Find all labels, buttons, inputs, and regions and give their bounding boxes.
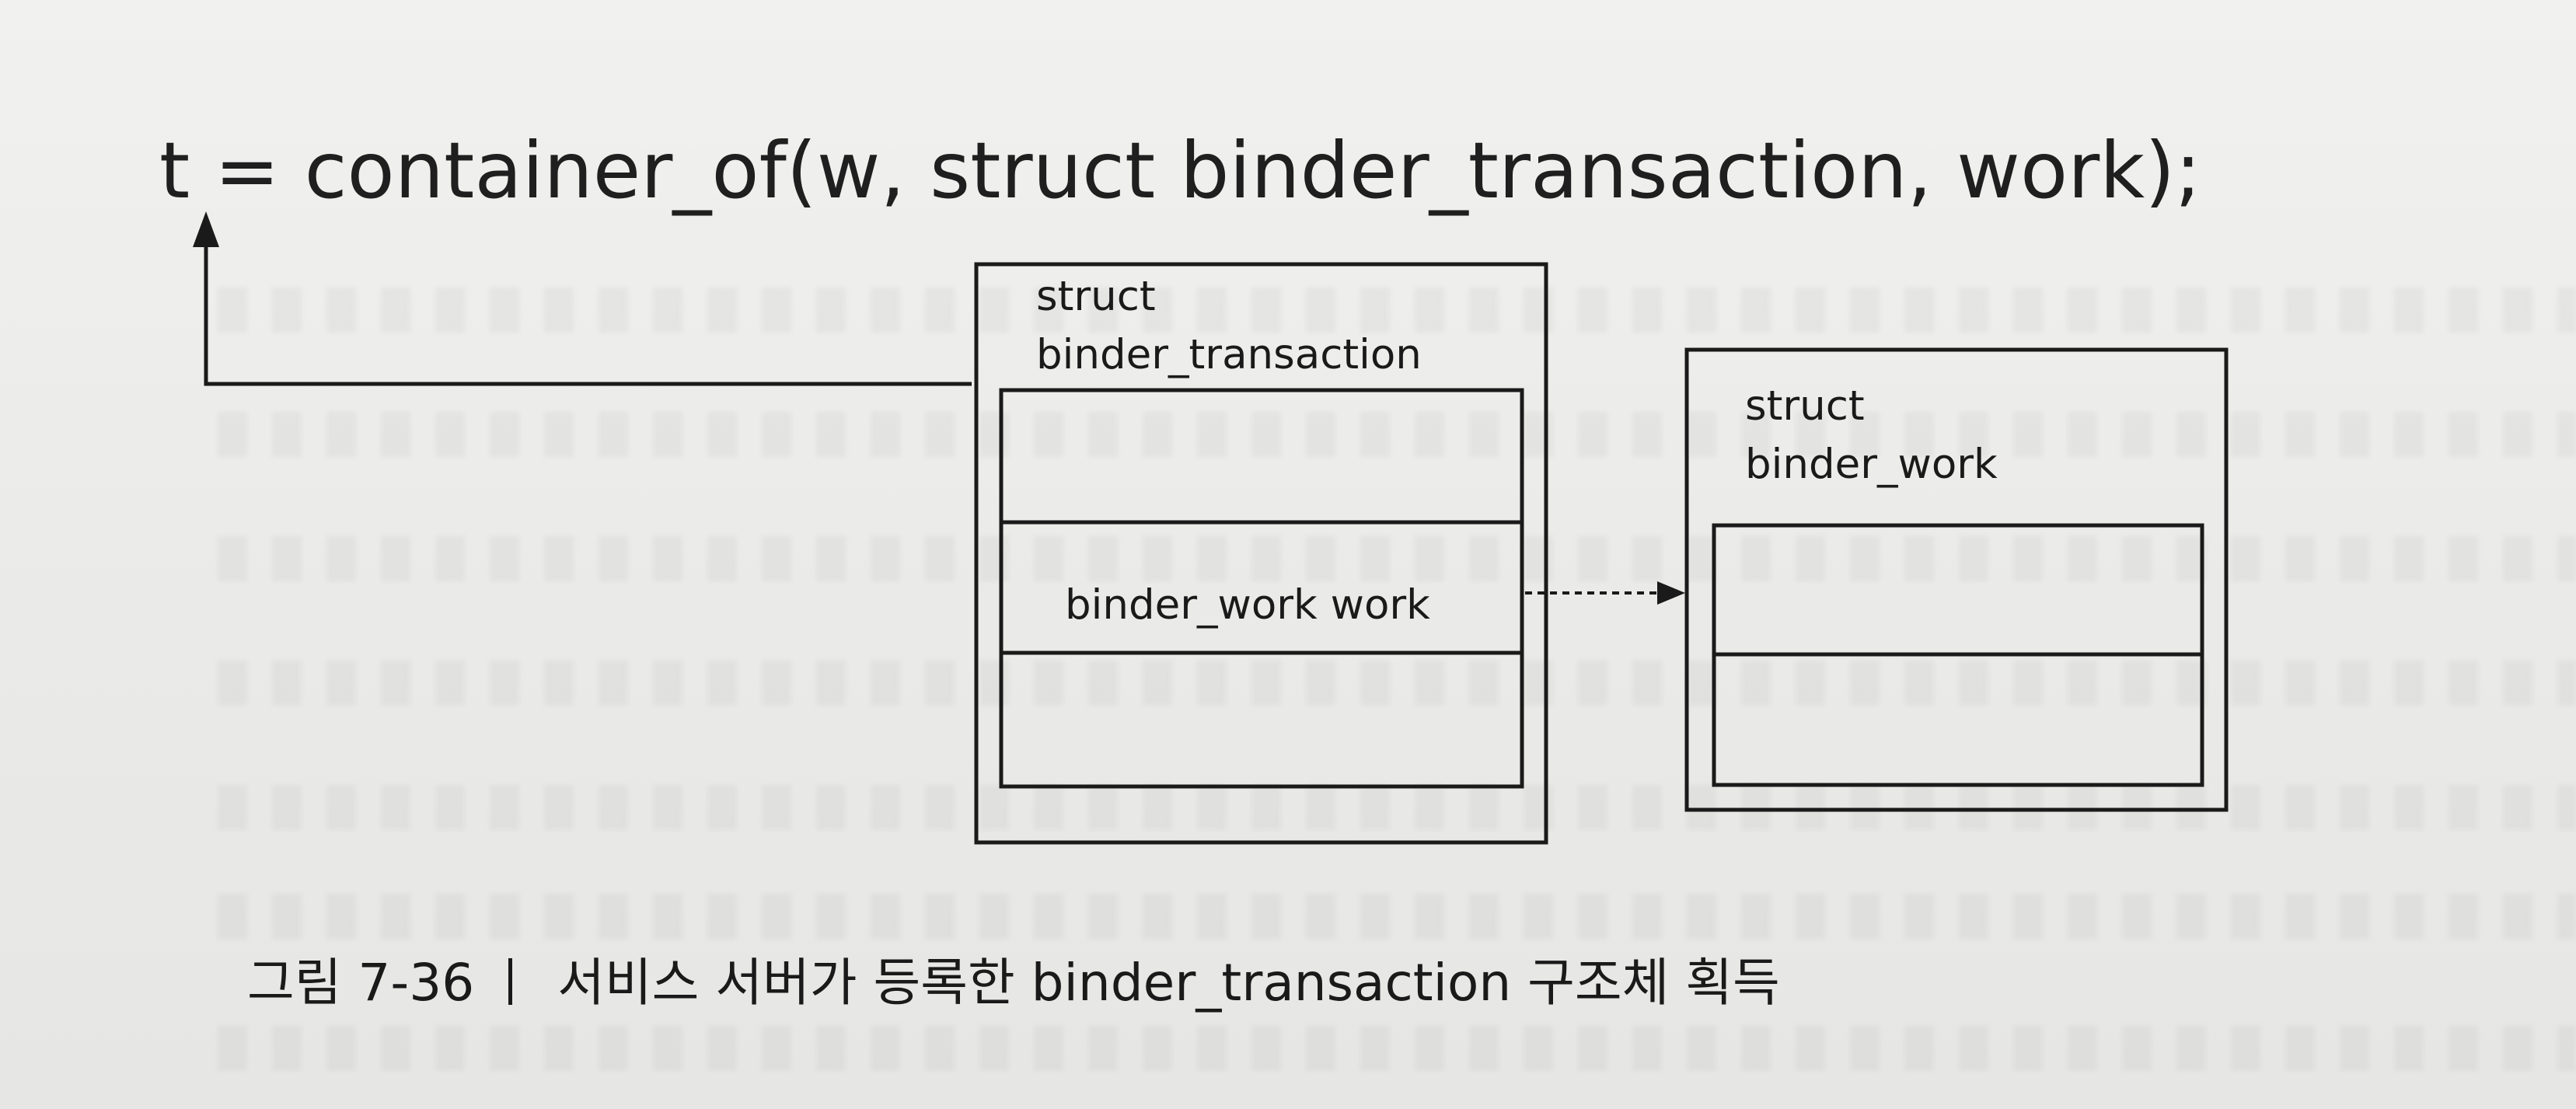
work-title-line2: binder_work [1745, 441, 1998, 488]
bleed-through-line [218, 288, 2576, 333]
transaction-title-line1: struct [1036, 273, 1156, 320]
bleed-through-line [218, 412, 2576, 457]
transaction-field-work: binder_work work [1065, 581, 1430, 629]
caption-label: 그림 7-36 [247, 953, 475, 1013]
bleed-through-line [218, 661, 2576, 706]
arrow-head-icon [1657, 581, 1685, 605]
bleed-through-line [218, 894, 2576, 939]
arrow-head-icon [193, 211, 219, 247]
return-arrow [193, 211, 972, 386]
bleed-through-line [218, 785, 2576, 830]
transaction-box-outline [974, 262, 1548, 845]
transaction-fields-block [999, 388, 1524, 789]
work-box-outline [1684, 347, 2229, 812]
pointer-arrow [1525, 581, 1685, 605]
bleed-through-line [218, 536, 2576, 581]
caption-text: 서비스 서버가 등록한 binder_transaction 구조체 획득 [557, 953, 1780, 1013]
work-title-line1: struct [1745, 382, 1865, 430]
figure-caption: 그림 7-36 서비스 서버가 등록한 binder_transaction 구조… [247, 948, 1780, 1018]
transaction-title-line2: binder_transaction [1036, 331, 1422, 378]
caption-separator [508, 958, 513, 1005]
code-line: t = container_of(w, struct binder_transa… [159, 125, 2201, 216]
bleed-through-line [218, 1026, 2576, 1071]
